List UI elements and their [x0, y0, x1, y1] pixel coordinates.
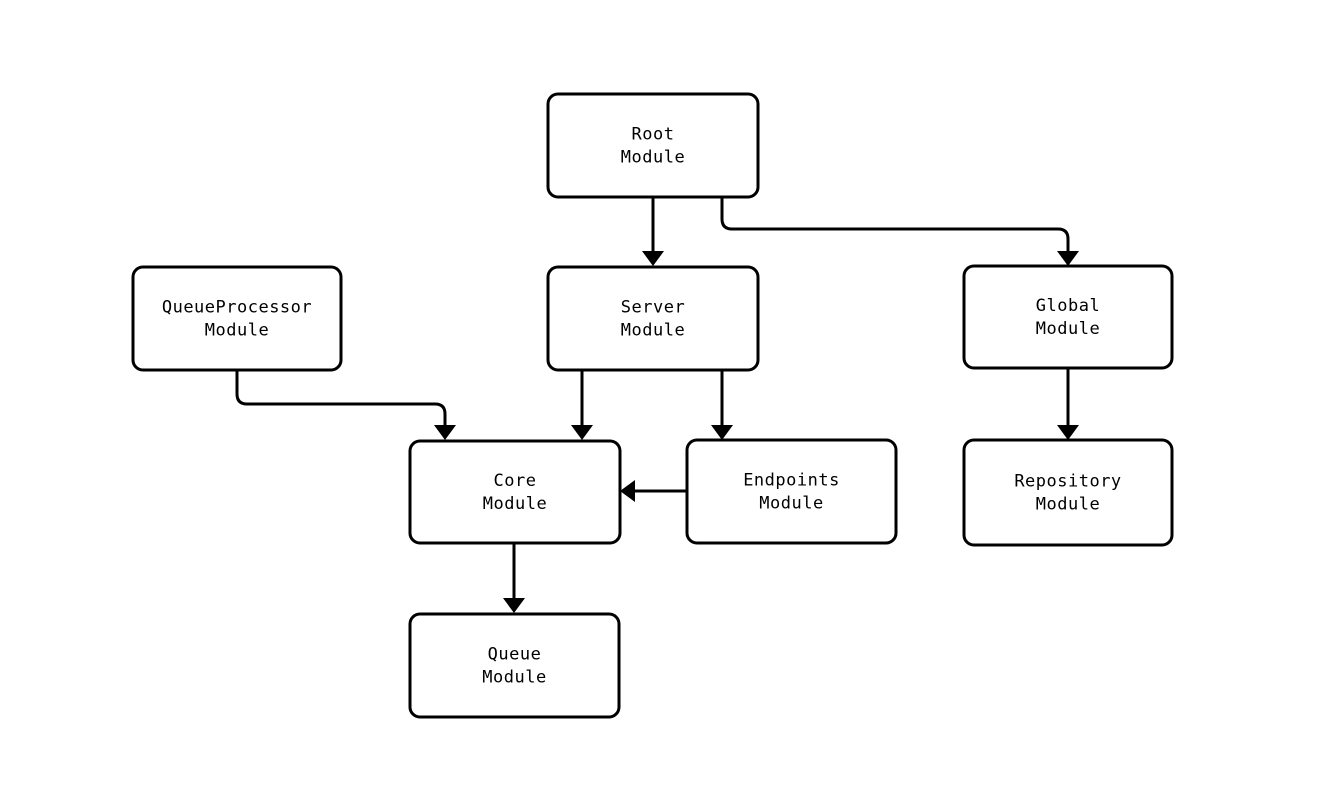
node-label-line1: Root [632, 125, 675, 145]
edge-root-to-global [720, 197, 1079, 266]
node-label-line2: Module [1036, 495, 1100, 515]
node-box[interactable] [685, 438, 898, 545]
edges-layer [235, 197, 1079, 613]
edge-server-to-endpoints [711, 370, 733, 440]
edge-endpoints-to-core [620, 480, 687, 502]
edge-arrowhead [1057, 251, 1079, 266]
node-box[interactable] [962, 264, 1174, 370]
edge-core-to-queue [503, 543, 525, 613]
edge-root-to-server [642, 197, 664, 266]
node-label-line1: Repository [1014, 472, 1121, 492]
node-label-line1: QueueProcessor [162, 298, 312, 318]
node-label-line2: Module [483, 494, 547, 514]
edge-global-to-repository [1057, 368, 1079, 440]
node-label-line2: Module [1036, 319, 1100, 339]
node-box[interactable] [408, 439, 622, 545]
edge-queueprocessor-to-core [235, 370, 456, 440]
node-label-line2: Module [759, 494, 823, 514]
edge-line [235, 370, 447, 426]
node-box[interactable] [131, 265, 343, 372]
node-label-line2: Module [482, 668, 546, 688]
edge-arrowhead [642, 251, 664, 266]
edge-arrowhead [503, 598, 525, 613]
node-box[interactable] [546, 265, 760, 372]
edge-arrowhead [434, 425, 456, 440]
edge-arrowhead [711, 425, 733, 440]
node-label-line1: Core [494, 471, 537, 491]
node-label-line1: Endpoints [743, 471, 840, 491]
node-label-line2: Module [621, 148, 685, 168]
node-label-line2: Module [205, 321, 269, 341]
edge-line [720, 197, 1070, 252]
node-label-line1: Queue [488, 645, 542, 665]
edge-arrowhead [571, 425, 593, 440]
edge-arrowhead [620, 480, 635, 502]
nodes-layer: RootModuleQueueProcessorModuleServerModu… [131, 92, 1174, 719]
node-label-line2: Module [621, 321, 685, 341]
node-box[interactable] [546, 92, 760, 199]
edge-arrowhead [1057, 425, 1079, 440]
node-label-line1: Global [1036, 296, 1100, 316]
edge-server-to-core [571, 370, 593, 440]
node-label-line1: Server [621, 298, 685, 318]
node-box[interactable] [408, 612, 621, 719]
node-box[interactable] [962, 438, 1174, 547]
